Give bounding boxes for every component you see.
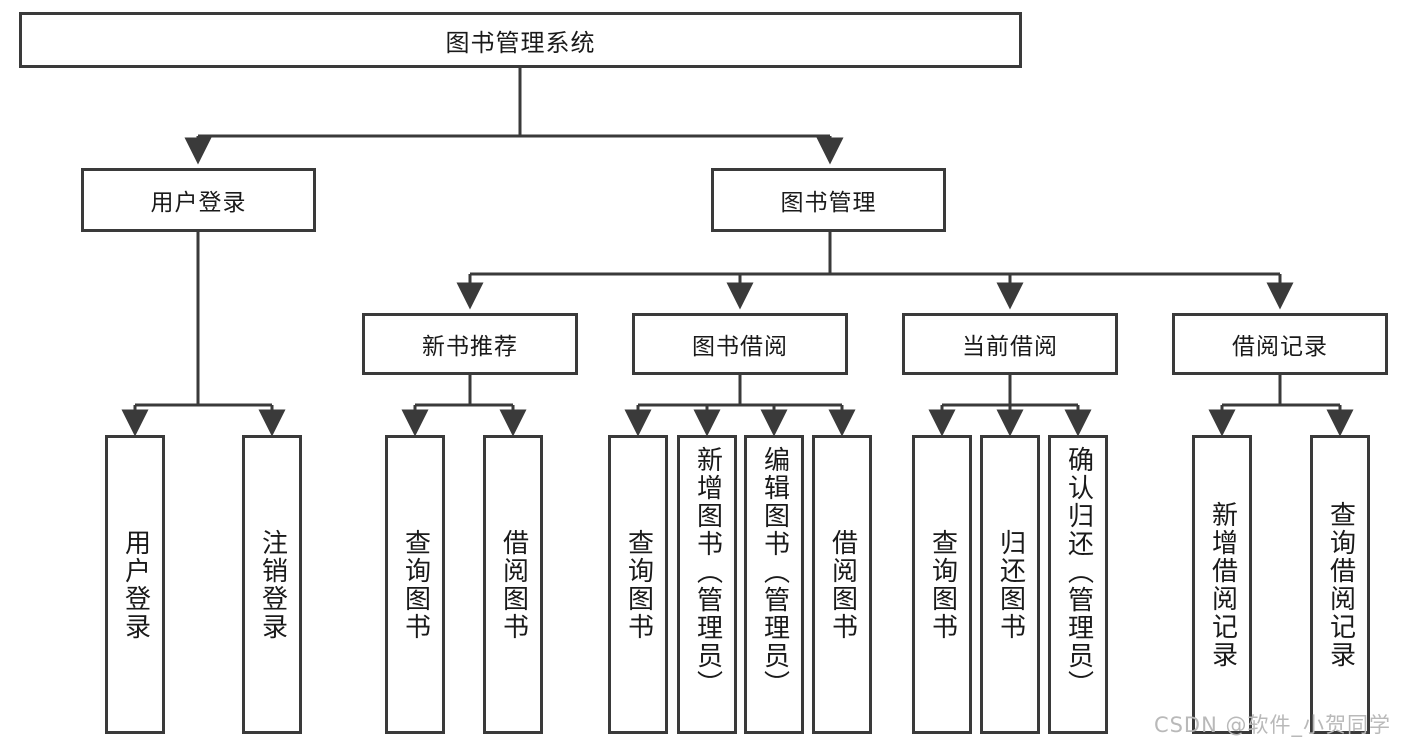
leaf-current-confirm-return-admin[interactable]: 确认归还（管理员）	[1048, 435, 1108, 734]
leaf-user-login-login[interactable]: 用户登录	[105, 435, 165, 734]
node-label: 查询图书	[927, 528, 958, 641]
leaf-text-wrap: 查询借阅记录	[1313, 438, 1367, 731]
node-label: 借阅记录	[1232, 334, 1328, 360]
node-label: 查询借阅记录	[1325, 500, 1356, 669]
leaf-recommend-query-book[interactable]: 查询图书	[385, 435, 445, 734]
leaf-borrow-edit-book-admin[interactable]: 编辑图书（管理员）	[744, 435, 804, 734]
node-current-borrow[interactable]: 当前借阅	[902, 313, 1118, 375]
leaf-current-query-book[interactable]: 查询图书	[912, 435, 972, 734]
leaf-current-return-book[interactable]: 归还图书	[980, 435, 1040, 734]
node-borrow-record[interactable]: 借阅记录	[1172, 313, 1388, 375]
node-label: 确认归还（管理员）	[1063, 446, 1094, 698]
node-book-management[interactable]: 图书管理	[711, 168, 946, 232]
leaf-text-wrap: 编辑图书（管理员）	[747, 438, 801, 739]
node-label: 当前借阅	[962, 334, 1058, 360]
leaf-text-wrap: 借阅图书	[486, 438, 540, 731]
node-label: 图书管理系统	[445, 28, 596, 57]
leaf-text-wrap: 查询图书	[388, 438, 442, 731]
leaf-recommend-borrow-book[interactable]: 借阅图书	[483, 435, 543, 734]
node-label: 图书借阅	[692, 334, 788, 360]
leaf-text-wrap: 确认归还（管理员）	[1051, 438, 1105, 739]
node-label: 新增图书（管理员）	[692, 446, 723, 698]
leaf-text-wrap: 查询图书	[915, 438, 969, 731]
leaf-borrow-borrow-book[interactable]: 借阅图书	[812, 435, 872, 734]
node-book-borrow[interactable]: 图书借阅	[632, 313, 848, 375]
node-label: 编辑图书（管理员）	[759, 446, 790, 698]
leaf-text-wrap: 归还图书	[983, 438, 1037, 731]
node-new-book-recommend[interactable]: 新书推荐	[362, 313, 578, 375]
leaf-record-query-record[interactable]: 查询借阅记录	[1310, 435, 1370, 734]
node-label: 图书管理	[780, 190, 877, 216]
leaf-text-wrap: 用户登录	[108, 438, 162, 731]
node-label: 用户登录	[150, 190, 247, 216]
node-label: 注销登录	[257, 528, 288, 641]
leaf-borrow-add-book-admin[interactable]: 新增图书（管理员）	[677, 435, 737, 734]
node-label: 借阅图书	[827, 528, 858, 641]
node-label: 新增借阅记录	[1207, 500, 1238, 669]
leaf-text-wrap: 借阅图书	[815, 438, 869, 731]
leaf-borrow-query-book[interactable]: 查询图书	[608, 435, 668, 734]
node-label: 借阅图书	[498, 528, 529, 641]
leaf-text-wrap: 注销登录	[245, 438, 299, 731]
leaf-text-wrap: 新增借阅记录	[1195, 438, 1249, 731]
node-user-login[interactable]: 用户登录	[81, 168, 316, 232]
node-label: 归还图书	[995, 528, 1026, 641]
node-root-system[interactable]: 图书管理系统	[19, 12, 1022, 68]
leaf-text-wrap: 查询图书	[611, 438, 665, 731]
node-label: 用户登录	[120, 528, 151, 641]
leaf-record-add-record[interactable]: 新增借阅记录	[1192, 435, 1252, 734]
node-label: 新书推荐	[422, 334, 518, 360]
node-label: 查询图书	[400, 528, 431, 641]
leaf-text-wrap: 新增图书（管理员）	[680, 438, 734, 739]
node-label: 查询图书	[623, 528, 654, 641]
leaf-user-login-logout[interactable]: 注销登录	[242, 435, 302, 734]
